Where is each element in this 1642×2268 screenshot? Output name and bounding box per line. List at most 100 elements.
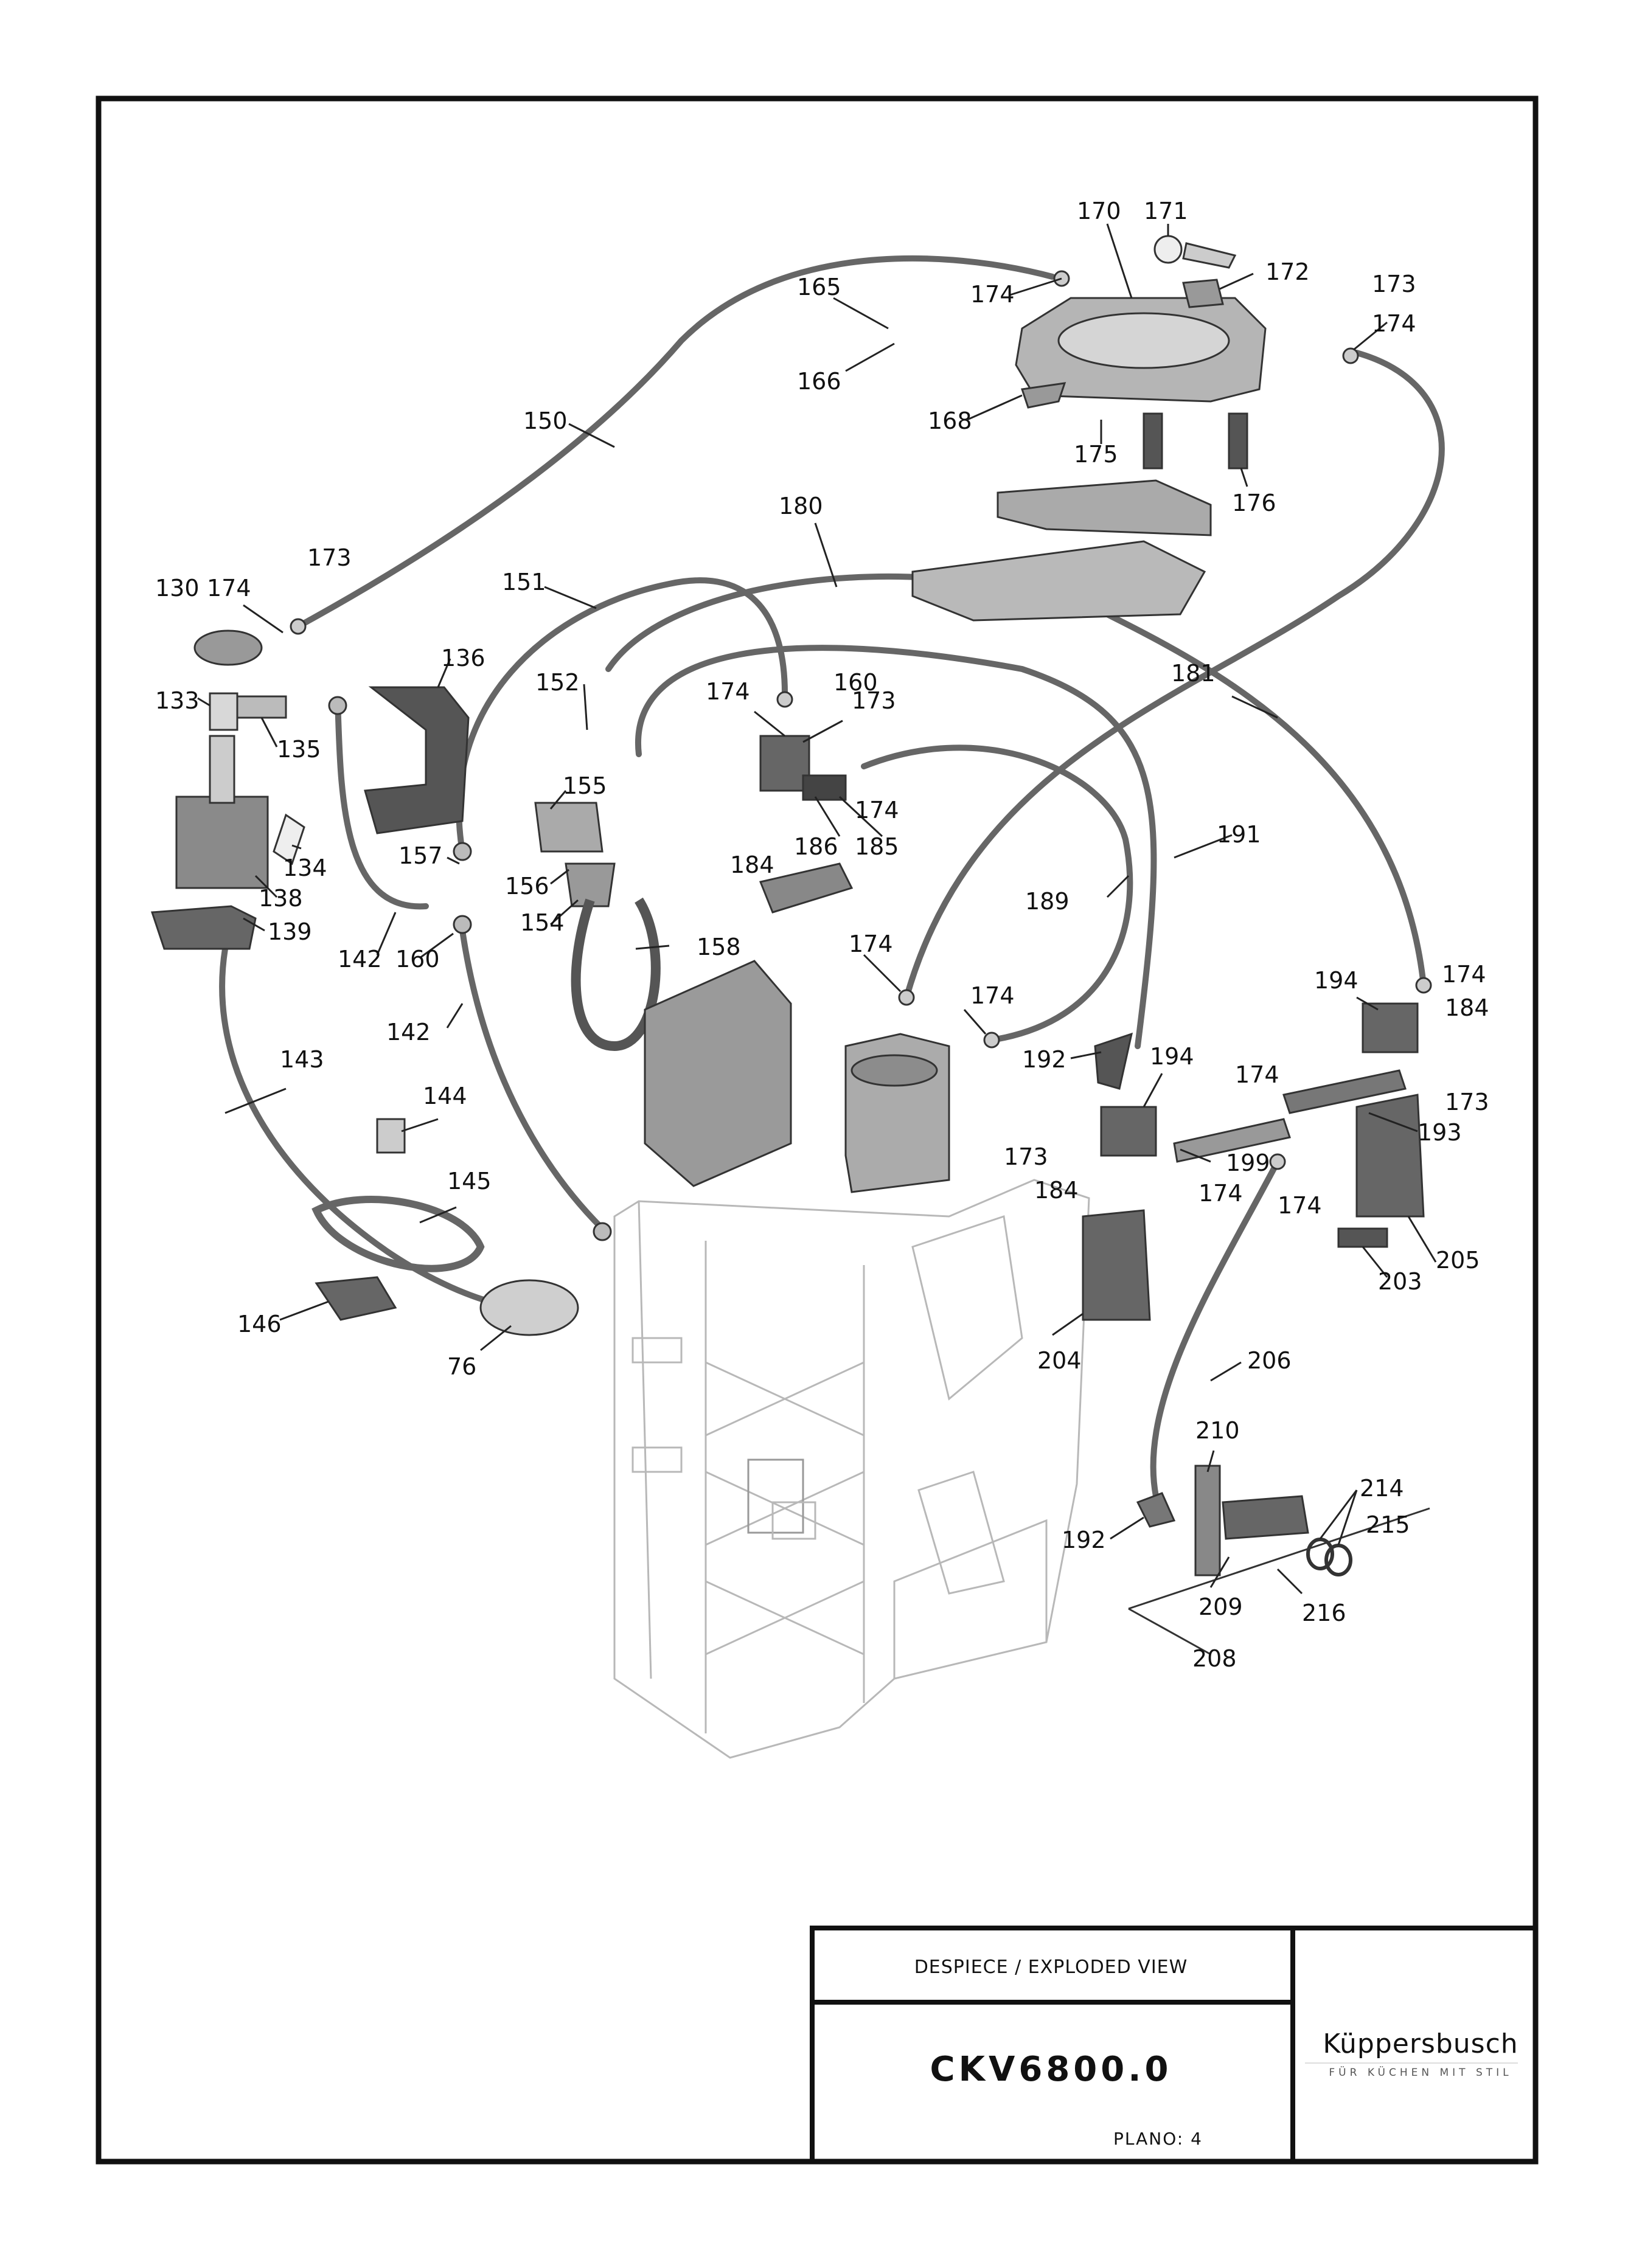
callout-173-b: 173	[307, 544, 352, 571]
callout-174-d: 174	[706, 678, 750, 705]
title-block-plan-number: PLANO: 4	[1113, 2129, 1203, 2149]
callout-174-j: 174	[1198, 1180, 1243, 1207]
callout-194-a: 194	[1314, 967, 1358, 994]
callout-142-a: 142	[338, 946, 382, 973]
part-138	[175, 796, 269, 889]
parts	[150, 235, 1432, 1576]
callout-176: 176	[1232, 490, 1276, 516]
callout-174-g: 174	[970, 982, 1015, 1009]
part-192-lower	[1136, 1492, 1176, 1528]
callout-180: 180	[779, 493, 823, 519]
hose-151	[456, 577, 788, 855]
hose-180	[605, 574, 1427, 988]
part-145	[311, 1196, 485, 1272]
hoses	[219, 255, 1445, 1499]
part-154	[565, 862, 616, 907]
leader-lines	[197, 223, 1437, 1595]
callout-166: 166	[797, 368, 841, 395]
callout-203: 203	[1378, 1268, 1422, 1295]
callout-192-a: 192	[1022, 1046, 1066, 1073]
callout-171: 171	[1144, 198, 1188, 224]
title-block-description: DESPIECE / EXPLODED VIEW	[914, 1957, 1188, 1978]
part-210	[1194, 1465, 1221, 1576]
callout-152: 152	[535, 669, 580, 696]
brand-logo: Küppersbusch	[1323, 2028, 1519, 2059]
callout-174-f: 174	[849, 931, 893, 957]
callout-172: 172	[1265, 258, 1310, 285]
callout-210: 210	[1195, 1417, 1240, 1444]
hose-189	[861, 744, 1133, 1043]
callout-189: 189	[1025, 888, 1070, 915]
callout-174-a: 174	[1372, 310, 1416, 337]
part-194-left	[1100, 1106, 1157, 1157]
callout-191: 191	[1217, 821, 1261, 848]
callout-134: 134	[283, 855, 327, 881]
callout-173-e: 173	[1004, 1143, 1048, 1170]
part-184-valve	[759, 735, 810, 792]
part-158	[571, 897, 661, 1052]
part-168	[1021, 382, 1066, 409]
hose-191	[635, 645, 1157, 1049]
part-171	[1153, 235, 1183, 264]
part-175	[1143, 412, 1163, 470]
assembly-208-bracket	[1128, 1507, 1430, 1656]
part-215	[1324, 1544, 1352, 1576]
callout-194-b: 194	[1150, 1043, 1194, 1070]
callout-205: 205	[1436, 1247, 1480, 1274]
callout-142-b: 142	[386, 1019, 431, 1046]
part-172	[1182, 279, 1224, 308]
callout-135: 135	[277, 736, 321, 763]
hose-181	[903, 350, 1445, 1000]
callout-174-c: 174	[207, 575, 251, 602]
callout-155: 155	[563, 772, 607, 799]
part-176	[1228, 412, 1248, 470]
hose-143	[219, 946, 520, 1311]
callout-184-c: 184	[1034, 1177, 1079, 1204]
callout-214: 214	[1360, 1475, 1404, 1502]
callout-170: 170	[1077, 198, 1121, 224]
part-209	[1222, 1495, 1309, 1540]
part-139	[150, 905, 257, 950]
callout-199: 199	[1226, 1150, 1270, 1176]
hose-206	[1150, 1159, 1281, 1499]
callout-173-d: 173	[1445, 1089, 1489, 1115]
part-204	[1082, 1209, 1151, 1321]
callout-206: 206	[1247, 1347, 1292, 1374]
part-199	[1173, 1118, 1291, 1163]
part-193	[1282, 1069, 1407, 1114]
machine-frame	[613, 1179, 1090, 1759]
callout-145: 145	[447, 1168, 492, 1195]
callout-156: 156	[505, 873, 549, 900]
callout-154: 154	[520, 909, 565, 936]
callout-173-a: 173	[1372, 271, 1416, 297]
callout-165: 165	[797, 274, 841, 300]
brand-slogan: FÜR KÜCHEN MIT STIL	[1329, 2067, 1512, 2079]
callout-136: 136	[441, 645, 485, 671]
callout-146: 146	[237, 1311, 282, 1337]
callout-157: 157	[398, 842, 443, 869]
callout-184-a: 184	[730, 851, 774, 878]
callout-143: 143	[280, 1046, 324, 1073]
boiler-gasket	[997, 479, 1212, 536]
callout-193: 193	[1418, 1119, 1462, 1146]
callout-174-k: 174	[1278, 1192, 1322, 1219]
callout-174-i: 174	[1235, 1061, 1279, 1088]
callout-130: 130	[155, 575, 200, 602]
title-block-model: CKV6800.0	[930, 2050, 1172, 2089]
callout-158: 158	[697, 934, 741, 960]
callout-133: 133	[155, 687, 200, 714]
callout-139: 139	[268, 918, 312, 945]
part-134	[273, 813, 305, 865]
callout-184-b: 184	[1445, 994, 1489, 1021]
part-155	[534, 802, 604, 853]
hose-142-upper	[335, 696, 429, 910]
callout-168: 168	[928, 407, 972, 434]
callout-150: 150	[523, 407, 568, 434]
boiler-base-plate	[911, 540, 1206, 622]
callout-174-e: 174	[855, 797, 899, 824]
callout-216: 216	[1302, 1600, 1346, 1626]
callout-175: 175	[1074, 441, 1118, 468]
callout-186: 186	[794, 833, 838, 860]
callout-173-c: 173	[852, 687, 896, 714]
